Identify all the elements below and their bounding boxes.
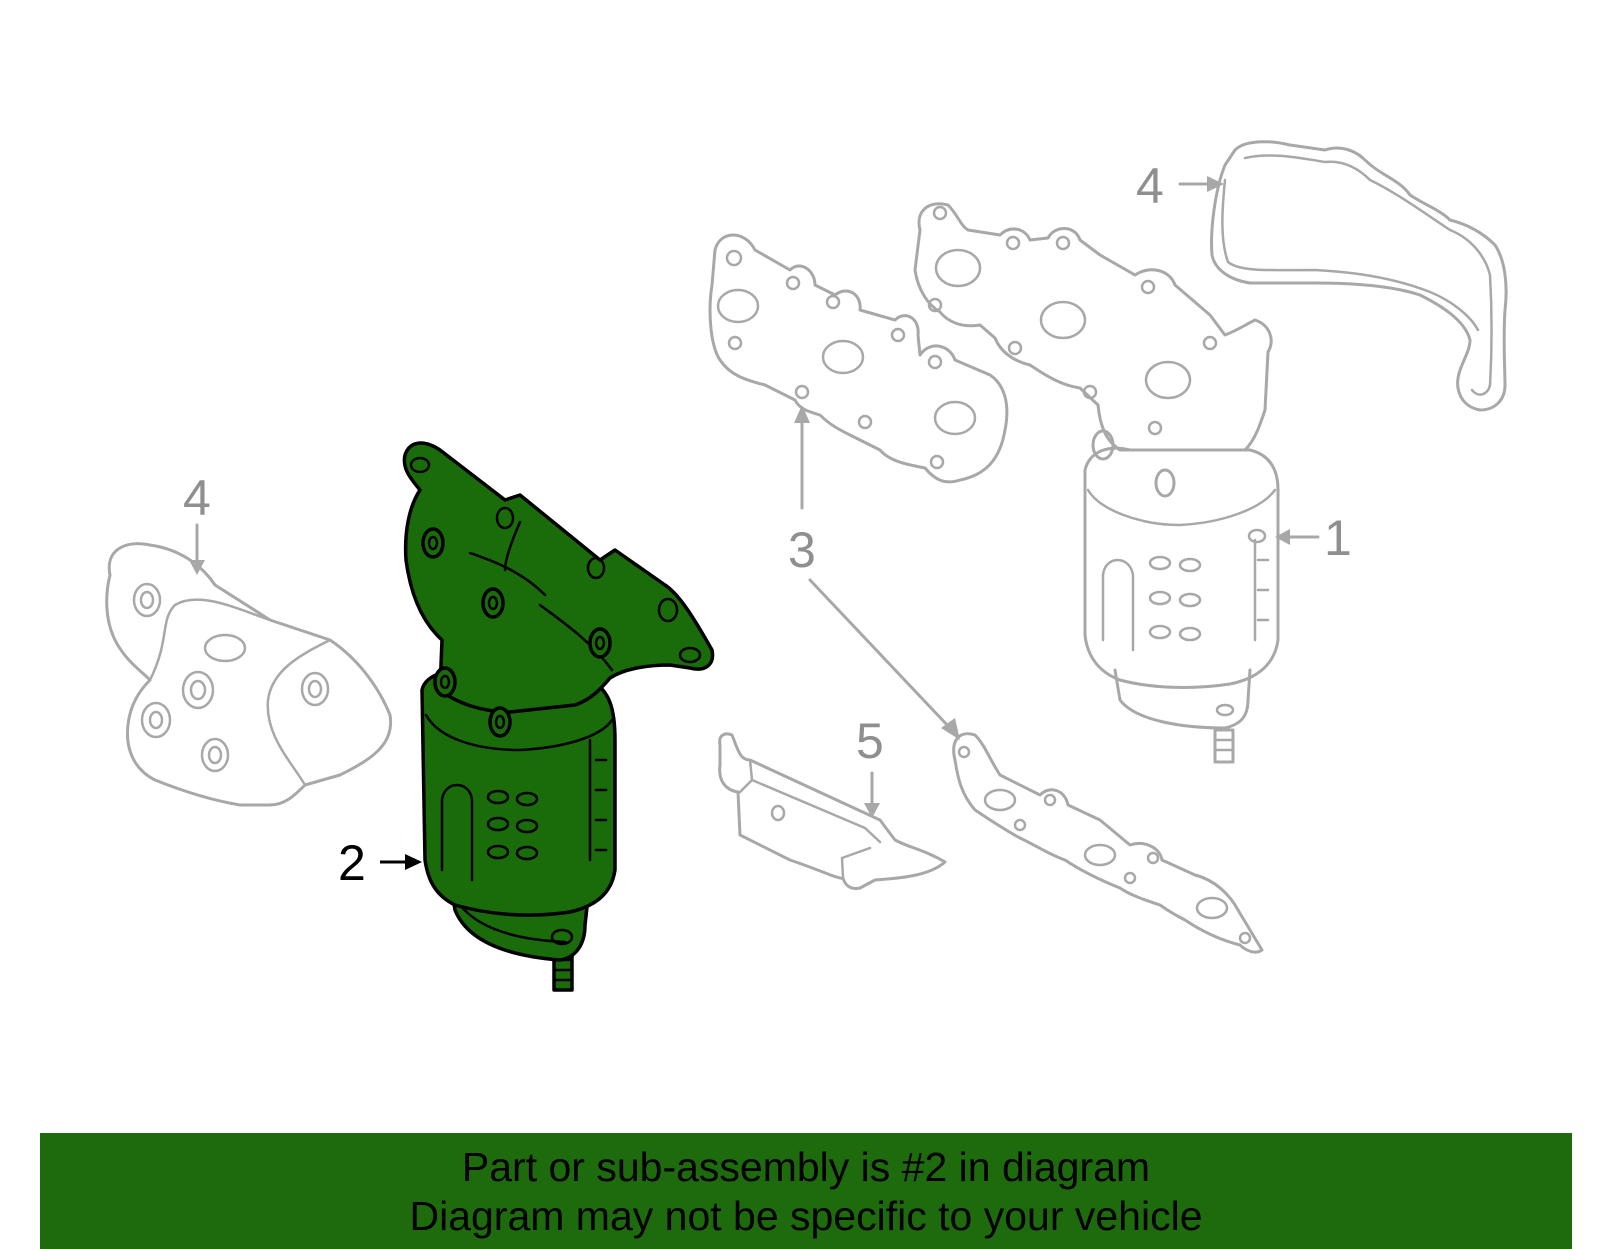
exhaust-manifold-converter-right: [913, 202, 1280, 764]
callout-2: 2: [338, 835, 366, 891]
arrow-3-down: [808, 578, 960, 740]
callout-3: 3: [788, 522, 816, 578]
callout-1: 1: [1324, 510, 1352, 566]
arrow-4-left: [189, 523, 205, 575]
heat-shield-small: [718, 732, 947, 890]
arrow-2: [380, 854, 422, 870]
callout-4-left: 4: [183, 470, 211, 526]
caption-line-2: Diagram may not be specific to your vehi…: [409, 1193, 1203, 1239]
callout-4-right: 4: [1136, 158, 1164, 214]
gasket-upper: [708, 233, 1009, 484]
caption-bar: Part or sub-assembly is #2 in diagram Di…: [40, 1133, 1572, 1249]
caption-line-1: Part or sub-assembly is #2 in diagram: [461, 1144, 1151, 1190]
heat-shield-right: [1210, 140, 1508, 412]
exhaust-manifold-converter-highlighted[interactable]: [402, 441, 715, 992]
arrow-1: [1275, 529, 1320, 545]
caption-bar-background: [40, 1133, 1572, 1249]
arrow-5: [864, 771, 880, 818]
heat-shield-left: [105, 542, 393, 807]
arrow-3-up: [794, 405, 810, 510]
gasket-lower: [952, 732, 1264, 954]
callout-5: 5: [856, 713, 884, 769]
arrow-4-right: [1178, 176, 1224, 192]
